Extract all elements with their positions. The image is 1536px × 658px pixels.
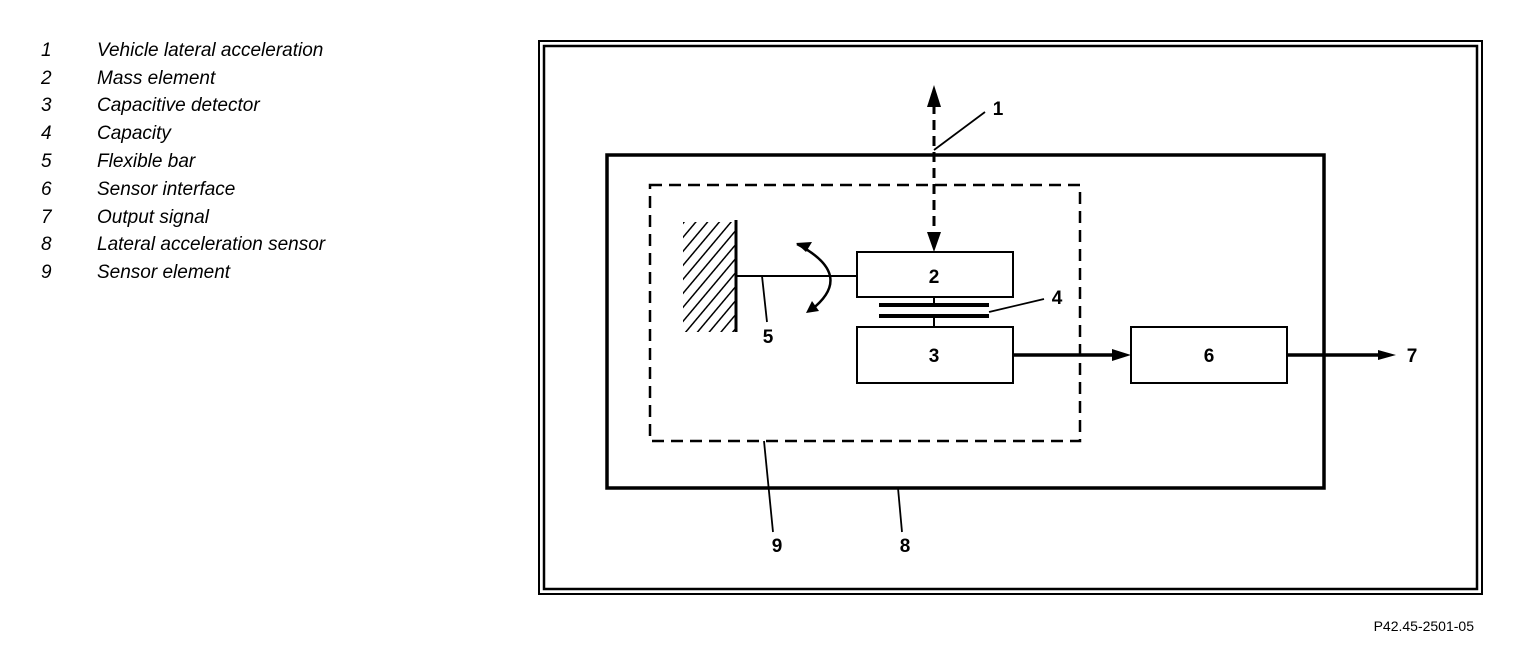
capacitor-plate-top xyxy=(879,303,989,307)
legend-number: 3 xyxy=(41,95,52,117)
callout-6: 6 xyxy=(1204,346,1215,367)
legend-label: Sensor interface xyxy=(97,178,236,200)
rotation-arrowhead-bottom xyxy=(806,301,819,313)
legend-label: Vehicle lateral acceleration xyxy=(97,39,324,61)
legend-label: Sensor element xyxy=(97,262,231,284)
detector-to-interface-arrowhead xyxy=(1112,349,1131,361)
callout-4: 4 xyxy=(1052,288,1063,309)
legend-number: 7 xyxy=(41,206,52,228)
legend-number: 1 xyxy=(41,39,52,61)
rotation-arrowhead-top xyxy=(796,242,812,252)
legend-number: 9 xyxy=(41,262,52,284)
sensor-interface-box xyxy=(1130,326,1288,384)
callout-7: 7 xyxy=(1407,346,1418,367)
figure-reference: P42.45-2501-05 xyxy=(1373,618,1474,634)
acceleration-arrowhead-down xyxy=(927,232,941,252)
legend-number: 6 xyxy=(41,178,52,200)
leader-1 xyxy=(933,111,986,151)
legend-item: 6 Sensor interface xyxy=(41,176,325,204)
legend-list: 1 Vehicle lateral acceleration 2 Mass elem… xyxy=(41,37,325,287)
legend-label: Lateral acceleration sensor xyxy=(97,234,326,256)
legend-item: 1 Vehicle lateral acceleration xyxy=(41,37,325,65)
legend-item: 3 Capacitive detector xyxy=(41,93,325,121)
inner-frame xyxy=(542,44,1479,591)
legend-number: 4 xyxy=(41,123,52,145)
legend-label: Output signal xyxy=(97,206,209,228)
legend-item: 4 Capacity xyxy=(41,120,325,148)
legend-label: Flexible bar xyxy=(97,151,196,173)
callout-8: 8 xyxy=(900,536,911,557)
legend-item: 2 Mass element xyxy=(41,65,325,93)
legend-number: 5 xyxy=(41,151,52,173)
acceleration-arrowhead-up xyxy=(927,85,941,107)
rotation-arrow xyxy=(796,242,832,311)
legend-number: 8 xyxy=(41,234,52,256)
legend-item: 5 Flexible bar xyxy=(41,148,325,176)
callout-2: 2 xyxy=(929,267,940,288)
capacitor-plate-bottom xyxy=(879,314,989,318)
output-signal-arrowhead xyxy=(1378,350,1396,360)
leader-5 xyxy=(761,275,768,323)
leader-4 xyxy=(988,298,1045,313)
outer-frame xyxy=(538,40,1483,595)
legend-number: 2 xyxy=(41,67,52,89)
callout-1: 1 xyxy=(993,99,1004,120)
callout-9: 9 xyxy=(772,536,783,557)
legend-item: 9 Sensor element xyxy=(41,259,325,287)
sensor-housing-box xyxy=(605,153,1326,490)
leader-9 xyxy=(763,440,774,533)
legend-label: Capacitive detector xyxy=(97,95,260,117)
callout-5: 5 xyxy=(763,327,774,348)
sensor-element-box xyxy=(648,183,1082,443)
leader-8 xyxy=(897,487,903,533)
capacitive-detector-box xyxy=(856,326,1014,384)
callout-3: 3 xyxy=(929,346,940,367)
legend-item: 8 Lateral acceleration sensor xyxy=(41,232,325,260)
legend-label: Mass element xyxy=(97,67,216,89)
legend-item: 7 Output signal xyxy=(41,204,325,232)
legend-label: Capacity xyxy=(97,123,171,145)
wall-hatch xyxy=(683,222,736,332)
